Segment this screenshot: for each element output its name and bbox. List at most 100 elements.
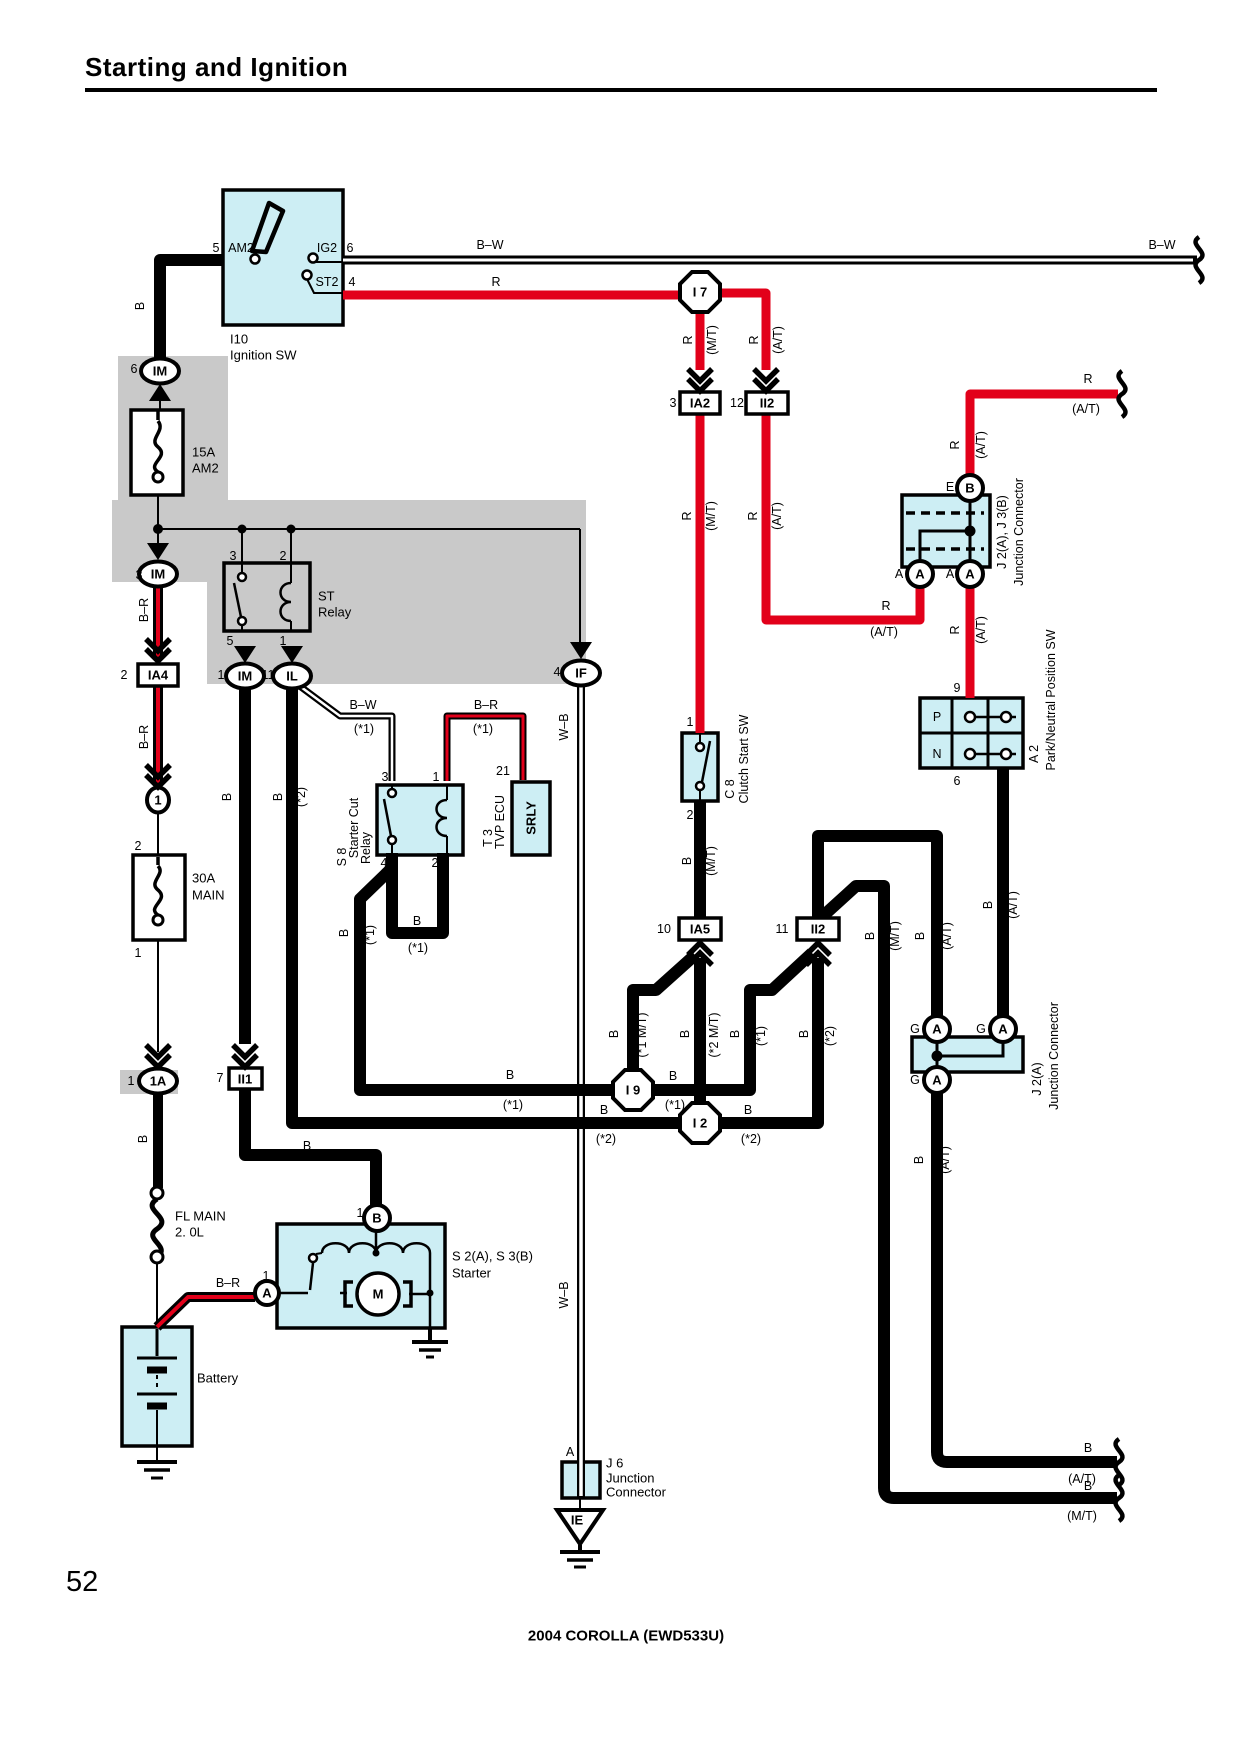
wire-r-at-1: R [746,335,761,345]
wire-label-b: B [132,301,147,311]
c8-id: C 8 [722,779,737,799]
terminal-a-g3: A [932,1072,942,1088]
remark-at-dn: (A/T) [973,616,988,644]
fuse-15a-rating: 15A [192,444,216,460]
wire-label-bw: B–W [476,237,504,252]
remark-s2-i2l: (*2) [595,1131,617,1146]
pin-3-im: 3 [135,567,143,582]
pin-2-relay: 2 [279,548,287,563]
remark-at-pnp: (A/T) [1005,891,1020,919]
motor-circle [355,1271,401,1317]
remark-s1-up: (*1) [753,1025,768,1047]
st-relay-box [222,561,312,633]
st-relay-name: Relay [318,604,352,620]
thin-wires [156,399,581,1510]
wire-b-at-e: B [912,931,927,941]
pin-2-c8: 2 [686,807,694,822]
wire-label-b-fl: B [135,1134,150,1144]
connector-ia5-label: IA5 [689,921,711,937]
node-i7 [678,270,722,314]
wire-b-exit-mt: B [1083,1478,1093,1493]
pin-2-scr: 2 [431,855,439,870]
pin-1-1a: 1 [127,1073,135,1088]
wire-label-bw-right: B–W [1148,237,1176,252]
starter-name: Starter [452,1265,492,1281]
ie-ground-label: IE [570,1512,584,1528]
remark-s2-up: (*2) [822,1025,837,1047]
remark-mt-e: (M/T) [887,921,902,951]
connector-im6 [139,356,181,386]
connector-ii1-label: II1 [237,1071,253,1087]
pin-12: 12 [730,395,744,410]
pin-3-relay: 3 [229,548,237,563]
connector-shapes [136,270,1018,1317]
node-i9 [611,1068,655,1112]
connector-ia5 [677,916,723,942]
node-i9-label: I 9 [625,1082,641,1098]
page-break-marks [1116,237,1203,1521]
tvp-srly: SRLY [523,801,539,835]
remark-at-1: (A/T) [770,326,785,354]
remark-at-dn2: (A/T) [937,1146,952,1174]
ground-symbols [137,1328,600,1569]
wire-label-r: R [491,274,501,289]
pin-3-ia2: 3 [669,395,677,410]
wire-b-i9l: B [505,1067,515,1082]
connector-il [271,661,313,691]
wire-b-at-dn: B [911,1155,926,1165]
fuse-30a-rating: 30A [192,870,216,886]
pin-4-if: 4 [553,664,561,679]
pin-11-il: 11 [261,667,275,682]
remark-s1-i9r: (*1) [664,1097,686,1112]
wire-b-s2-up: B [796,1029,811,1039]
remark-s2-il: (*2) [293,786,308,808]
wire-b-at-pnp: B [980,900,995,910]
wire-b-exit-at: B [1083,1440,1093,1455]
connector-if-label: IF [575,665,587,681]
connector-ia4 [136,662,180,688]
remark-s1-bw: (*1) [353,721,375,736]
junction-lower-id: J 2(A) [1029,1062,1044,1096]
junction-upper-name: Junction Connector [1011,478,1026,586]
pin-1-scr: 1 [432,769,440,784]
pin-6: 6 [346,240,354,255]
tvp-name: TVP ECU [492,795,507,849]
pnp-id: A 2 [1026,744,1041,764]
pin-a-j6: A [565,1444,575,1459]
j6-id: J 6 [606,1455,624,1471]
footer-text: 2004 COROLLA (EWD533U) [527,1627,725,1645]
pin-1-starter-b: 1 [356,1205,364,1220]
node-i2-label: I 2 [692,1115,708,1131]
terminal-a-g1: A [932,1021,942,1037]
terminal-a-a-left [905,559,935,589]
wire-label-br-1: B–R [136,597,151,623]
connector-im6-label: IM [152,363,168,379]
pin-2-ia4: 2 [120,667,128,682]
st-relay-id: ST [318,588,335,604]
pnp-row-p: P [932,709,942,724]
terminal-g-a-1 [922,1014,952,1044]
ignition-id: I10 [230,331,249,347]
connector-ia4-label: IA4 [147,667,169,683]
terminal-a-label: A [262,1285,272,1301]
pin-5-relay: 5 [226,633,234,648]
connector-1-label: 1 [154,792,162,808]
terminal-e-b [955,473,985,503]
pin-1-im1: 1 [217,667,225,682]
pin-4: 4 [348,274,356,289]
wire-b-u: B [412,913,422,928]
pin-1-starter-a: 1 [262,1268,270,1283]
connector-ii2-12-label: II2 [759,395,775,411]
terminal-a-g2: A [998,1021,1008,1037]
fuse-30a-name: MAIN [192,887,225,903]
connector-1a-label: 1A [149,1073,167,1089]
wire-label-bw-rel: B–W [349,697,377,712]
wire-bw [298,255,1197,781]
pin-9: 9 [953,680,961,695]
wire-r-at-dn: R [947,625,962,635]
terminal-starter-b [362,1203,392,1233]
remark-at-up: (A/T) [973,431,988,459]
pin-g-2: G [976,1021,986,1036]
motor-label: M [372,1286,384,1302]
